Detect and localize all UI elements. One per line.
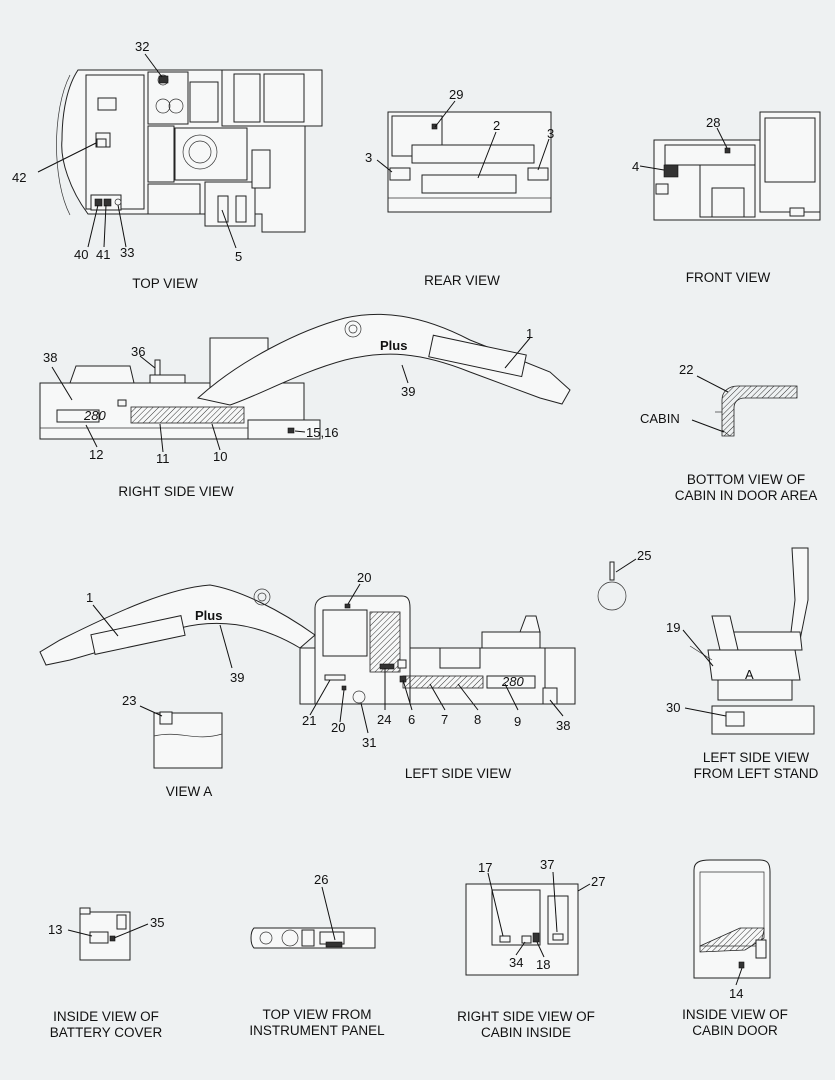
callout-18: 18 xyxy=(536,957,550,972)
instrument-panel-drawing xyxy=(250,886,376,949)
ring-tag-drawing xyxy=(597,558,637,611)
callout-11: 11 xyxy=(156,451,170,466)
callout-1-left: 1 xyxy=(86,590,93,605)
callout-31: 31 xyxy=(362,735,376,750)
callout-13: 13 xyxy=(48,922,62,937)
view-captions: TOP VIEW REAR VIEW FRONT VIEW RIGHT SIDE… xyxy=(50,270,819,1040)
caption-cabin-door-line1: INSIDE VIEW OF xyxy=(682,1007,788,1022)
right-side-view-drawing: Plus 280 xyxy=(39,313,571,440)
callout-numbers: 32 42 40 41 33 5 29 2 3 3 28 4 38 36 1 3… xyxy=(12,39,743,1001)
caption-rear-view: REAR VIEW xyxy=(424,273,500,288)
callout-39-left: 39 xyxy=(230,670,244,685)
callout-35: 35 xyxy=(150,915,164,930)
boom-plus-decal-right: Plus xyxy=(380,338,407,353)
callout-29: 29 xyxy=(449,87,463,102)
rear-view-leaders xyxy=(376,100,550,179)
top-view-leaders xyxy=(37,53,237,249)
callout-6: 6 xyxy=(408,712,415,727)
battery-cover-drawing xyxy=(67,907,149,961)
seat-drawing: A xyxy=(682,547,815,735)
left-side-view-drawing: 280 Plus xyxy=(39,584,576,705)
cabin-inside-drawing xyxy=(465,871,591,976)
caption-left-stand-line2: FROM LEFT STAND xyxy=(694,766,819,781)
front-view-leaders xyxy=(639,127,728,171)
callout-30: 30 xyxy=(666,700,680,715)
callout-41: 41 xyxy=(96,247,110,262)
left-side-view-leaders xyxy=(92,583,564,734)
caption-front-view: FRONT VIEW xyxy=(686,270,771,285)
caption-cabin-inside-line2: CABIN INSIDE xyxy=(481,1025,571,1040)
callout-38-right: 38 xyxy=(43,350,57,365)
seat-view-a-marker: A xyxy=(745,667,754,682)
caption-cabin-door-line2: CABIN DOOR xyxy=(692,1023,778,1038)
model-decal-left: 280 xyxy=(501,674,524,689)
callout-7: 7 xyxy=(441,712,448,727)
caption-instrument-line2: INSTRUMENT PANEL xyxy=(249,1023,385,1038)
front-view-drawing xyxy=(653,111,821,221)
callout-33: 33 xyxy=(120,245,134,260)
callout-3-right: 3 xyxy=(547,126,554,141)
callout-2: 2 xyxy=(493,118,500,133)
caption-right-side-view: RIGHT SIDE VIEW xyxy=(118,484,234,499)
callout-25: 25 xyxy=(637,548,651,563)
cabin-label: CABIN xyxy=(640,411,680,426)
caption-left-stand-line1: LEFT SIDE VIEW xyxy=(703,750,810,765)
callout-28: 28 xyxy=(706,115,720,130)
callout-17: 17 xyxy=(478,860,492,875)
callout-27: 27 xyxy=(591,874,605,889)
callout-3-left: 3 xyxy=(365,150,372,165)
callout-5: 5 xyxy=(235,249,242,264)
caption-view-a: VIEW A xyxy=(166,784,213,799)
callout-39-right: 39 xyxy=(401,384,415,399)
boom-plus-decal-left: Plus xyxy=(195,608,222,623)
caption-top-view: TOP VIEW xyxy=(132,276,198,291)
callout-14: 14 xyxy=(729,986,743,1001)
callout-26: 26 xyxy=(314,872,328,887)
caption-instrument-line1: TOP VIEW FROM xyxy=(262,1007,371,1022)
callout-4: 4 xyxy=(632,159,639,174)
caption-battery-line1: INSIDE VIEW OF xyxy=(53,1009,159,1024)
top-view-drawing xyxy=(56,69,323,233)
callout-38-left: 38 xyxy=(556,718,570,733)
callout-15-16: 15,16 xyxy=(306,425,339,440)
caption-battery-line2: BATTERY COVER xyxy=(50,1025,163,1040)
bottom-view-cabin-drawing xyxy=(715,385,798,437)
callout-19: 19 xyxy=(666,620,680,635)
callout-32: 32 xyxy=(135,39,149,54)
callout-24: 24 xyxy=(377,712,391,727)
callout-34: 34 xyxy=(509,955,523,970)
callout-22: 22 xyxy=(679,362,693,377)
callout-10: 10 xyxy=(213,449,227,464)
callout-12: 12 xyxy=(89,447,103,462)
callout-42: 42 xyxy=(12,170,26,185)
callout-36: 36 xyxy=(131,344,145,359)
bottom-view-cabin-leaders xyxy=(691,375,729,433)
caption-left-side-view: LEFT SIDE VIEW xyxy=(405,766,512,781)
callout-9: 9 xyxy=(514,714,521,729)
callout-40: 40 xyxy=(74,247,88,262)
callout-23: 23 xyxy=(122,693,136,708)
model-decal-right: 280 xyxy=(83,408,106,423)
caption-bottom-cabin-line1: BOTTOM VIEW OF xyxy=(687,472,805,487)
callout-1-right: 1 xyxy=(526,326,533,341)
caption-cabin-inside-line1: RIGHT SIDE VIEW OF xyxy=(457,1009,595,1024)
callout-8: 8 xyxy=(474,712,481,727)
rear-view-drawing xyxy=(387,111,552,213)
callout-20-top: 20 xyxy=(357,570,371,585)
right-side-view-leaders xyxy=(51,337,531,453)
cabin-door-drawing xyxy=(693,859,771,986)
callout-37: 37 xyxy=(540,857,554,872)
callout-21: 21 xyxy=(302,713,316,728)
view-a-drawing xyxy=(139,705,223,769)
callout-20-bottom: 20 xyxy=(331,720,345,735)
caption-bottom-cabin-line2: CABIN IN DOOR AREA xyxy=(675,488,818,503)
